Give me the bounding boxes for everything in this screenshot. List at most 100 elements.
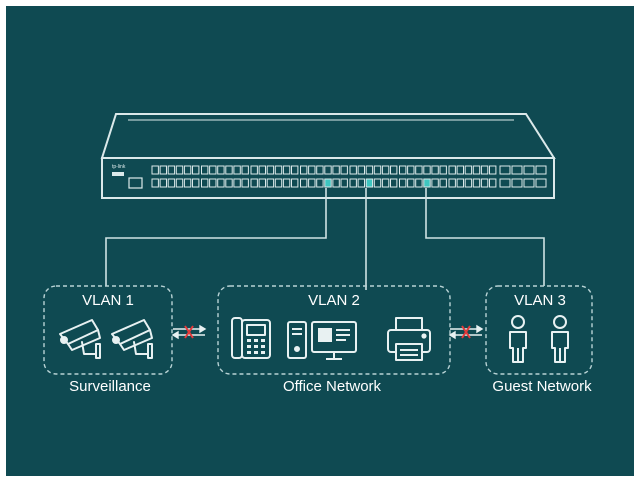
vlan-diagram: tp-link xyxy=(43,113,593,375)
switch-port xyxy=(250,178,258,188)
switch-port xyxy=(225,178,233,188)
vlan3-caption: Guest Network xyxy=(492,378,592,395)
switch-port xyxy=(316,165,324,175)
person-icon xyxy=(551,315,569,363)
sfp-port xyxy=(511,178,523,188)
switch-port xyxy=(159,178,168,188)
switch-port xyxy=(192,165,200,175)
switch-port xyxy=(183,165,192,175)
switch-status-led xyxy=(112,172,124,176)
vlan2-box xyxy=(217,285,451,375)
switch-port xyxy=(456,178,465,188)
switch-port xyxy=(415,165,423,175)
switch-port xyxy=(250,165,258,175)
switch-port xyxy=(399,178,407,188)
vlan3-box xyxy=(485,285,593,375)
switch-port xyxy=(381,178,390,188)
sfp-port xyxy=(523,165,535,175)
vlan1-label: VLAN 1 xyxy=(82,292,134,309)
switch-port xyxy=(209,165,217,175)
link-vlan3 xyxy=(425,188,545,286)
switch-port xyxy=(201,165,209,175)
switch-port xyxy=(365,165,374,175)
sfp-port xyxy=(535,178,547,188)
switch-port xyxy=(390,165,398,175)
switch-port xyxy=(316,178,324,188)
switch-port xyxy=(282,178,291,188)
monitor-icon xyxy=(311,321,357,360)
switch-port xyxy=(175,165,184,175)
printer-icon xyxy=(387,317,431,361)
switch-port xyxy=(464,178,473,188)
switch-port xyxy=(480,165,489,175)
switch-port xyxy=(332,165,340,175)
sfp-port xyxy=(499,178,511,188)
switch-port xyxy=(448,178,456,188)
switch-port xyxy=(300,165,308,175)
sfp-port xyxy=(535,165,547,175)
switch-port xyxy=(209,178,217,188)
blocked-arrows-icon xyxy=(448,324,484,340)
switch-port xyxy=(192,178,200,188)
switch-port xyxy=(183,178,192,188)
switch-port xyxy=(448,165,456,175)
switch-port xyxy=(308,178,316,188)
switch-port xyxy=(480,178,489,188)
switch-port xyxy=(349,178,357,188)
console-port xyxy=(128,177,143,189)
switch-port xyxy=(349,165,357,175)
switch-port xyxy=(423,165,431,175)
switch-port xyxy=(258,178,267,188)
switch-port xyxy=(274,178,283,188)
switch-port xyxy=(390,178,398,188)
switch-port xyxy=(373,178,382,188)
switch-port xyxy=(407,178,415,188)
switch-port xyxy=(241,178,249,188)
sfp-port xyxy=(523,178,535,188)
switch-port xyxy=(357,165,366,175)
switch-port xyxy=(201,178,209,188)
vlan2-caption: Office Network xyxy=(282,378,382,395)
connection-lines xyxy=(105,188,545,290)
switch-port xyxy=(324,165,332,175)
switch-port xyxy=(233,165,241,175)
switch-port xyxy=(332,178,340,188)
blocked-arrows-icon xyxy=(171,324,207,340)
switch-port xyxy=(373,165,382,175)
switch-port xyxy=(357,178,366,188)
sfp-port xyxy=(499,165,511,175)
pc-tower-icon xyxy=(287,321,307,359)
switch-port xyxy=(439,178,447,188)
switch-port xyxy=(266,165,275,175)
switch-port xyxy=(381,165,390,175)
switch-port xyxy=(472,165,481,175)
switch-port xyxy=(217,178,225,188)
switch-port xyxy=(407,165,415,175)
switch-port xyxy=(258,165,267,175)
switch-port xyxy=(340,178,348,188)
switch-logo: tp-link xyxy=(112,164,126,170)
switch-port xyxy=(291,178,299,188)
ip-phone-icon xyxy=(231,317,271,359)
switch-port xyxy=(365,178,374,188)
vlan2-label: VLAN 2 xyxy=(308,292,360,309)
switch-top xyxy=(100,113,556,159)
switch-port xyxy=(274,165,283,175)
switch-port xyxy=(225,165,233,175)
switch-port xyxy=(266,178,275,188)
sfp-ports xyxy=(499,165,547,188)
switch-port xyxy=(308,165,316,175)
switch-front xyxy=(101,157,555,199)
port-grid xyxy=(151,165,497,188)
switch-port xyxy=(159,165,168,175)
vlan1-caption: Surveillance xyxy=(69,378,151,395)
switch-port xyxy=(300,178,308,188)
switch-port xyxy=(233,178,241,188)
cctv-camera-icon xyxy=(111,319,153,359)
switch-port xyxy=(324,178,332,188)
switch-port xyxy=(415,178,423,188)
switch-port xyxy=(175,178,184,188)
switch-port xyxy=(439,165,447,175)
cctv-camera-icon xyxy=(59,319,101,359)
switch-port xyxy=(399,165,407,175)
